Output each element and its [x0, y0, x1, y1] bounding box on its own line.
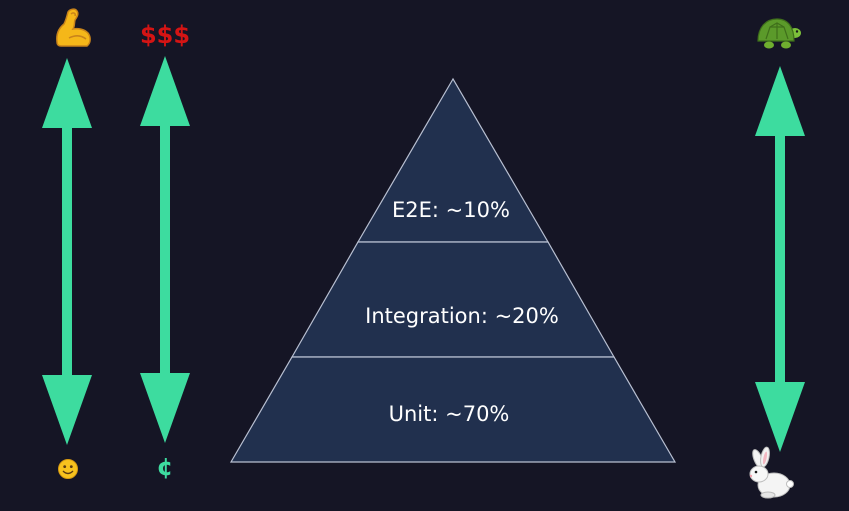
pyramid-label-integration: Integration: ~20%: [365, 304, 559, 328]
slightly-smiling-face-icon: [58, 459, 78, 479]
pyramid-label-e2e: E2E: ~10%: [392, 198, 510, 222]
cost-high-label: $$$: [140, 21, 190, 49]
cost-scale-arrow: [140, 56, 190, 443]
strength-scale-arrow: [42, 58, 92, 445]
rabbit-icon: [749, 446, 794, 499]
speed-scale-arrow: [755, 66, 805, 452]
flexed-biceps-icon: [56, 8, 91, 47]
test-pyramid: E2E: ~10% Integration: ~20% Unit: ~70%: [229, 77, 677, 463]
pyramid-layer-unit: [229, 356, 677, 463]
turtle-icon: [757, 18, 801, 49]
pyramid-layer-integration: [290, 241, 616, 358]
cost-low-label: ¢: [157, 453, 174, 481]
pyramid-label-unit: Unit: ~70%: [389, 402, 510, 426]
